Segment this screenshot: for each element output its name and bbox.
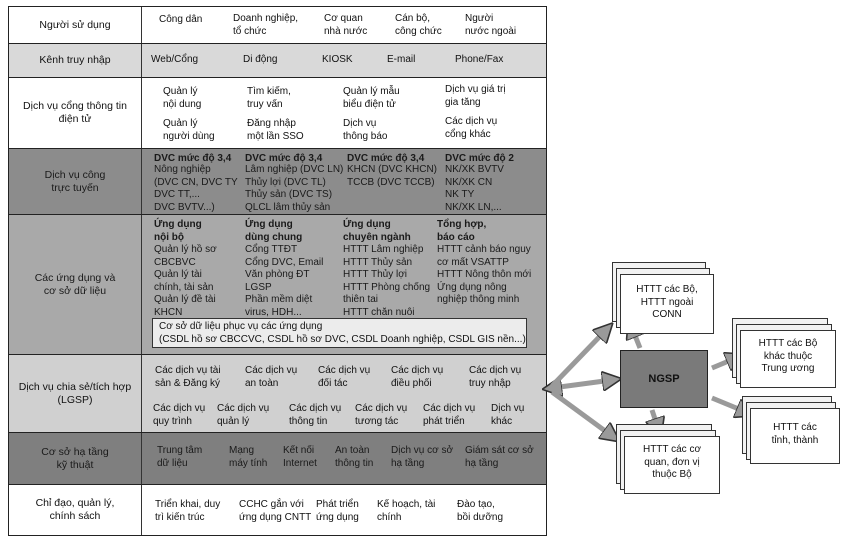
- column-head: DVC mức độ 3,4: [347, 153, 425, 164]
- layer-label: Dịch vụ công trực tuyến: [9, 149, 142, 214]
- item: Kết nối Internet: [283, 445, 317, 469]
- item: Các dịch vụ thông tin: [289, 403, 342, 427]
- item: Các dịch vụ điều phối: [391, 365, 444, 389]
- item: Cán bộ, công chức: [395, 13, 442, 37]
- arrow-stack-ngsp: [552, 380, 612, 388]
- item: Doanh nghiệp, tổ chức: [233, 13, 299, 37]
- layer-label: Chỉ đạo, quản lý, chính sách: [9, 485, 142, 535]
- item: CCHC gắn với ứng dụng CNTT: [239, 499, 312, 523]
- item: Đăng nhập một lần SSO: [247, 118, 304, 142]
- item: Giám sát cơ sở hạ tầng: [465, 445, 534, 469]
- column-body: Lâm nghiệp (DVC LN) Thủy lợi (DVC TL) Th…: [245, 164, 344, 213]
- node-label: HTTT các cơ quan, đơn vị thuộc Bộ: [642, 444, 702, 480]
- item: Triển khai, duy trì kiến trúc: [155, 499, 221, 523]
- layer-policy: Chỉ đạo, quản lý, chính sách Triển khai,…: [8, 484, 547, 536]
- arrow-stack-ministries: [550, 330, 606, 388]
- item: Di động: [243, 54, 278, 65]
- item: Trung tâm dữ liệu: [157, 445, 203, 469]
- item: Quản lý nội dung: [163, 86, 202, 110]
- column-body: NK/XK BVTV NK/XK CN NK TY NK/XK LN,...: [445, 164, 504, 213]
- item: Phát triển ứng dụng: [316, 499, 359, 523]
- item: Dịch vụ cơ sở hạ tầng: [391, 445, 454, 469]
- layer-label: Các ứng dụng và cơ sở dữ liệu: [9, 215, 142, 354]
- item: Web/Cổng: [151, 54, 199, 65]
- column-head: Tổng hợp, báo cáo: [437, 219, 487, 243]
- item: Quản lý mẫu biểu điện tử: [343, 86, 400, 110]
- stack-card-front: [624, 436, 720, 494]
- column-body: HTTT cảnh báo nguy cơ mất VSATTP HTTT Nô…: [437, 244, 532, 305]
- item: Cơ quan nhà nước: [324, 13, 368, 37]
- column-head: Ứng dụng nội bộ: [154, 219, 202, 243]
- layer-label: Dịch vụ cổng thông tin điện tử: [9, 78, 142, 148]
- column-head: DVC mức độ 3,4: [154, 153, 232, 164]
- column-body: Cổng TTĐT Cổng DVC, Email Văn phòng ĐT L…: [245, 244, 324, 318]
- item: Công dân: [159, 14, 203, 25]
- stack-card-front: [750, 408, 840, 464]
- node-label: HTTT các Bộ, HTTT ngoài CONN: [636, 284, 698, 320]
- item: Mạng máy tính: [229, 445, 268, 469]
- layer-label: Người sử dụng: [9, 7, 142, 43]
- layer-lgsp: Dịch vụ chia sẻ/tích hợp (LGSP) Các dịch…: [8, 354, 547, 432]
- column-body: HTTT Lâm nghiệp HTTT Thủy sản HTTT Thủy …: [343, 244, 431, 318]
- item: KIOSK: [322, 54, 353, 65]
- item: Dịch vụ giá trị gia tăng: [445, 84, 506, 108]
- item: Tìm kiếm, truy vấn: [247, 86, 291, 110]
- item: Dịch vụ khác: [491, 403, 525, 427]
- layer-channels: Kênh truy nhập Web/Cổng Di động KIOSK E-…: [8, 43, 547, 77]
- node-label: HTTT các tỉnh, thành: [771, 422, 819, 446]
- item: Các dịch vụ quy trình: [153, 403, 206, 427]
- layer-portal: Dịch vụ cổng thông tin điện tử Quản lý n…: [8, 77, 547, 148]
- layer-label: Dịch vụ chia sẻ/tích hợp (LGSP): [9, 355, 142, 432]
- item: Dịch vụ thông báo: [343, 118, 388, 142]
- column-head: DVC mức độ 3,4: [245, 153, 323, 164]
- item: Quản lý người dùng: [163, 118, 215, 142]
- stack-card-front: [740, 330, 836, 388]
- node-label: HTTT các Bộ khác thuộc Trung ương: [758, 338, 818, 374]
- layer-label: Kênh truy nhập: [9, 44, 142, 77]
- item: Các dịch vụ quản lý: [217, 403, 270, 427]
- item: Các dịch vụ tương tác: [355, 403, 408, 427]
- item: Các dịch vụ truy nhập: [469, 365, 522, 389]
- column-body: KHCN (DVC KHCN) TCCB (DVC TCCB): [347, 164, 437, 188]
- column-head: Ứng dụng chuyên ngành: [343, 219, 411, 243]
- item: Đào tạo, bồi dưỡng: [457, 499, 504, 523]
- item: Các dịch vụ phát triển: [423, 403, 476, 427]
- column-head: Ứng dụng dùng chung: [245, 219, 303, 243]
- item: E-mail: [387, 54, 416, 65]
- arrow-stack-agencies: [550, 389, 612, 436]
- item: Người nước ngoài: [465, 13, 517, 37]
- stack-card-front: [620, 274, 714, 334]
- arrow-ngsp-provinces: [711, 395, 746, 412]
- item: Phone/Fax: [455, 54, 504, 65]
- column-body: Nông nghiệp (DVC CN, DVC TY DVC TT,... D…: [154, 164, 238, 213]
- item: Các dịch vụ cổng khác: [445, 116, 498, 140]
- layer-users: Người sử dụng Công dân Doanh nghiệp, tổ …: [8, 6, 547, 43]
- column-head: DVC mức độ 2: [445, 153, 514, 164]
- database-box: Cơ sở dữ liệu phục vụ các ứng dụng (CSDL…: [152, 318, 527, 348]
- ngsp-hub: NGSP: [620, 350, 708, 408]
- layer-label: Cơ sở hạ tầng kỹ thuật: [9, 433, 142, 484]
- item: Các dịch vụ tài sản & Đăng ký: [155, 365, 221, 389]
- item: Kế hoạch, tài chính: [377, 499, 436, 523]
- layer-infrastructure: Cơ sở hạ tầng kỹ thuật Trung tâm dữ liệu…: [8, 432, 547, 484]
- item: An toàn thông tin: [335, 445, 374, 469]
- item: Các dịch vụ đối tác: [318, 365, 371, 389]
- layer-online-services: Dịch vụ công trực tuyến DVC mức độ 3,4 N…: [8, 148, 547, 214]
- column-body: Quản lý hồ sơ CBCBVC Quản lý tài chính, …: [154, 244, 217, 318]
- item: Các dịch vụ an toàn: [245, 365, 298, 389]
